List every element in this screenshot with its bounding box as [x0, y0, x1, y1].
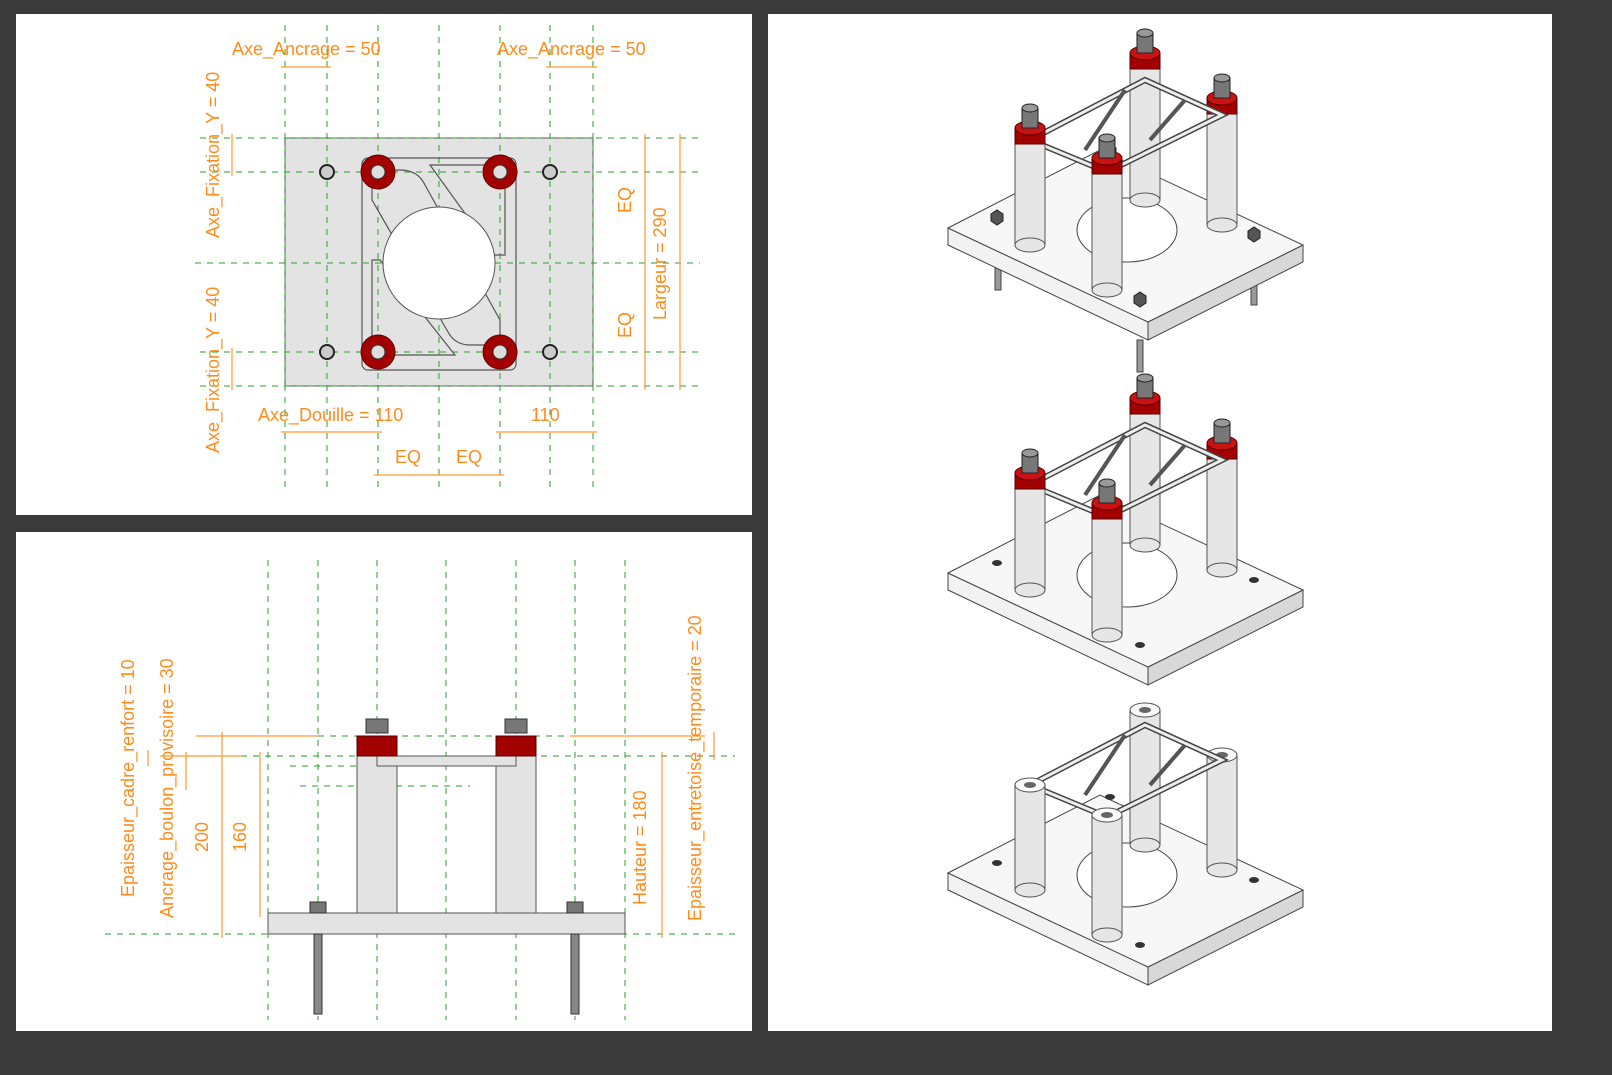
bolt-head: [1213, 73, 1231, 83]
bolt-head: [1098, 133, 1116, 143]
reinforcement-frame-inner: [1026, 723, 1226, 819]
eq-left-label[interactable]: EQ: [395, 447, 421, 467]
left-nut: [365, 718, 389, 734]
axe-fixation-bottom-label[interactable]: Axe_Fixation_Y = 40: [203, 287, 224, 453]
sleeve-bore: [1101, 812, 1113, 818]
axe-ancrage-right-label[interactable]: Axe_Ancrage = 50: [497, 39, 646, 60]
isometric-view-with-bolts-and-anchors[interactable]: [946, 28, 1305, 373]
ancrage-boulon-provisoire-label[interactable]: Ancrage_boulon_provisoire = 30: [157, 658, 178, 918]
reference-planes: [195, 25, 700, 490]
epaisseur-entretoise-label[interactable]: Epaisseur_entretoise_temporaire = 20: [685, 615, 706, 921]
anchor-rod: [1136, 339, 1144, 373]
elevation-reference-planes: [105, 560, 735, 1020]
bolt-head: [1213, 418, 1231, 428]
frame-diagonal: [1083, 433, 1187, 497]
left-sleeve[interactable]: [356, 755, 398, 914]
reinforcement-frame-inner: [1026, 423, 1226, 519]
sleeve-base: [1014, 882, 1046, 898]
sleeve-bore: [1024, 782, 1036, 788]
eq-bottom-label[interactable]: EQ: [615, 312, 635, 338]
anchor-nut-icon: [1247, 226, 1261, 243]
sleeve-post: [1014, 139, 1046, 246]
sleeve-base: [1129, 192, 1161, 208]
right-spacer: [495, 735, 537, 757]
sleeve-spacers: [360, 154, 518, 370]
sleeve-post: [1091, 514, 1123, 636]
sleeve-base: [1129, 537, 1161, 553]
sleeve-post: [1091, 814, 1123, 936]
base-plate[interactable]: [284, 137, 594, 387]
sleeve-base: [1129, 837, 1161, 853]
epaisseur-cadre-renfort-label[interactable]: Epaisseur_cadre_renfort = 10: [118, 659, 139, 897]
right-nut: [504, 718, 528, 734]
bolt-hole: [1249, 877, 1259, 883]
douille-right-label[interactable]: 110: [531, 405, 560, 425]
right-anchor-rod: [570, 933, 580, 1015]
sleeve-base: [1206, 562, 1238, 578]
right-anchor-nut: [566, 901, 584, 914]
sleeve-base: [1014, 237, 1046, 253]
bolt-hole: [1135, 942, 1145, 948]
bolt-head: [1098, 478, 1116, 488]
bolt-head: [1136, 373, 1154, 383]
elevation-dimension-lines: [147, 732, 715, 938]
axe-fixation-top-label[interactable]: Axe_Fixation_Y = 40: [203, 72, 224, 238]
frame-diagonal: [1083, 733, 1187, 797]
sleeve-base: [1206, 862, 1238, 878]
isometric-view-with-bolts[interactable]: [946, 373, 1305, 686]
bolt-hole: [1249, 577, 1259, 583]
left-anchor-nut: [309, 901, 327, 914]
right-sleeve[interactable]: [495, 755, 537, 914]
elevation-view: Epaisseur_cadre_renfort = 10 Ancrage_bou…: [105, 560, 735, 1020]
frame-diagonal: [1083, 88, 1187, 152]
central-hole: [382, 206, 496, 320]
anchor-nut-icon: [1133, 291, 1147, 308]
bolt-hole: [1105, 794, 1115, 800]
sleeve-post: [1014, 784, 1046, 891]
sleeve-post: [1091, 169, 1123, 291]
sleeve-base: [1091, 627, 1123, 643]
plan-dimension-lines: [231, 66, 681, 476]
base-plate-elevation[interactable]: [267, 912, 626, 935]
anchor-bolts: [319, 164, 558, 360]
bolt-head: [1021, 448, 1039, 458]
sleeve-bore: [1139, 707, 1151, 713]
sleeve-base: [1206, 217, 1238, 233]
sleeve-post: [1014, 484, 1046, 591]
dim-200-label[interactable]: 200: [192, 822, 212, 852]
bolt-head: [1136, 28, 1154, 38]
sleeve-base: [1091, 927, 1123, 943]
eq-right-label[interactable]: EQ: [456, 447, 482, 467]
sleeve-post: [1206, 454, 1238, 571]
bolt-hole: [1135, 642, 1145, 648]
sleeve-post: [1206, 109, 1238, 226]
hauteur-label[interactable]: Hauteur = 180: [630, 790, 650, 905]
bolt-head: [1021, 103, 1039, 113]
largeur-label[interactable]: Largeur = 290: [650, 207, 670, 320]
sleeve-base: [1091, 282, 1123, 298]
left-spacer: [356, 735, 398, 757]
sleeve-post: [1206, 754, 1238, 871]
isometric-view-bare[interactable]: [946, 702, 1305, 986]
plan-view: Axe_Ancrage = 50 Axe_Ancrage = 50 Axe_Fi…: [195, 25, 700, 490]
axe-douille-label[interactable]: Axe_Douille = 110: [258, 405, 403, 426]
anchor-nut-icon: [990, 209, 1004, 226]
eq-top-label[interactable]: EQ: [615, 187, 635, 213]
left-anchor-rod: [313, 933, 323, 1015]
bolt-hole: [992, 860, 1002, 866]
bolt-hole: [992, 560, 1002, 566]
sleeve-base: [1014, 582, 1046, 598]
reinforcement-frame-elevation: [376, 755, 517, 767]
isometric-views: [946, 28, 1305, 986]
reinforcement-frame-inner: [1026, 78, 1226, 174]
axe-ancrage-left-label[interactable]: Axe_Ancrage = 50: [232, 39, 381, 60]
dim-160-label[interactable]: 160: [230, 822, 250, 852]
